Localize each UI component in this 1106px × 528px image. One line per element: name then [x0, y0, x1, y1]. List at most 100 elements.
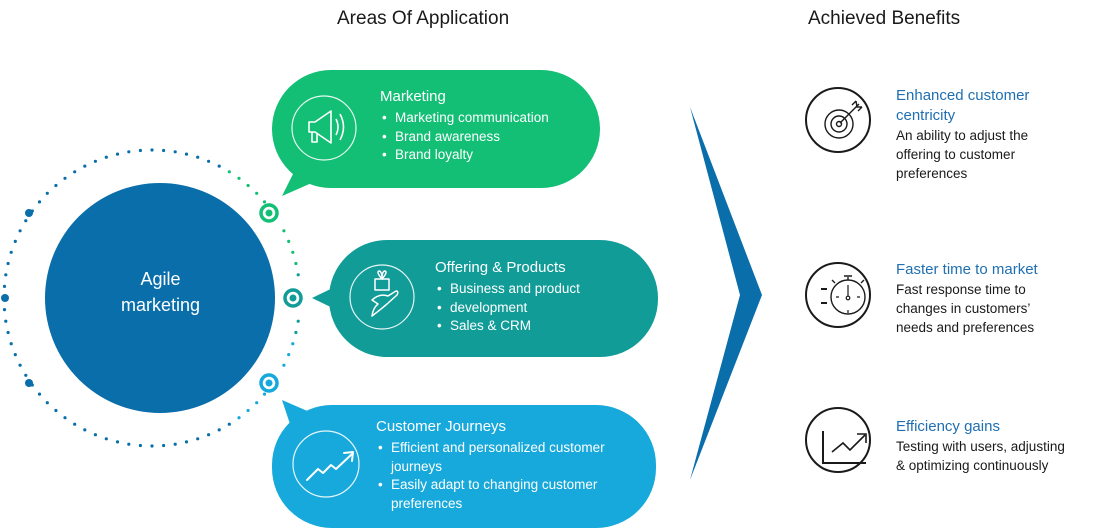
area-items: Business and product development Sales &… [435, 280, 645, 336]
ring-dot [54, 183, 58, 188]
ring-dot [294, 330, 298, 335]
ring-dot [24, 219, 28, 223]
ring-dot [104, 155, 108, 159]
area-item: Easily adapt to changing customer prefer… [376, 476, 636, 513]
ring-dot [150, 148, 154, 152]
ring-dot [255, 401, 259, 405]
ring-dot [9, 250, 13, 254]
ring-dot [13, 239, 17, 243]
benefit-description: Testing with users, adjusting & optimizi… [896, 439, 1065, 473]
ring-dot [93, 159, 97, 163]
ring-dot [18, 363, 22, 367]
area-items: Marketing communication Brand awareness … [380, 109, 590, 165]
ring-dot [73, 422, 77, 426]
ring-dot [296, 319, 300, 323]
area-item: Business and product [435, 280, 645, 299]
ring-dot [115, 440, 120, 444]
ring-dot [54, 408, 58, 413]
ring-dot [227, 422, 231, 426]
ring-dot [287, 239, 291, 243]
ring-dot [138, 443, 142, 448]
ring-dot [63, 176, 67, 180]
ring-dot [9, 342, 13, 346]
ring-dot [227, 170, 231, 174]
connector-node-journeys [259, 373, 279, 393]
benefit-description: An ability to adjust the offering to cus… [896, 128, 1029, 181]
benefit-customer-centricity: Enhanced customer centricity An ability … [896, 86, 1066, 183]
benefit-title: Enhanced customer centricity [896, 87, 1030, 124]
megaphone-icon [308, 110, 345, 144]
center-label-line2: marketing [120, 295, 201, 315]
area-marketing: Marketing Marketing communication Brand … [380, 88, 590, 165]
ring-dot [45, 401, 49, 405]
ring-accent-dot [1, 294, 9, 302]
connector-node-marketing [259, 203, 279, 223]
ring-dot [296, 273, 300, 277]
ring-dot [237, 416, 241, 420]
area-title: Customer Journeys [376, 418, 507, 435]
area-offering: Offering & Products Business and product… [435, 259, 645, 336]
area-item: Efficient and personalized customer jour… [376, 439, 636, 476]
area-item: Brand awareness [380, 128, 590, 147]
area-items: Efficient and personalized customer jour… [376, 439, 636, 513]
ring-dot [207, 433, 211, 437]
ring-dot [217, 164, 221, 168]
ring-dot [115, 152, 120, 156]
ring-dot [6, 261, 10, 266]
ring-dot [37, 200, 42, 204]
ring-dot [18, 229, 22, 233]
ring-dot [138, 148, 142, 153]
ring-dot [207, 159, 211, 163]
connector-node-offering [283, 288, 303, 308]
ring-dot [73, 170, 77, 174]
ring-dot [127, 150, 131, 154]
gift-hand-icon [371, 270, 399, 317]
area-journeys: Customer Journeys Efficient and personal… [376, 418, 636, 513]
ring-dot [150, 444, 154, 448]
ring-dot [162, 443, 166, 448]
dotted-ring [1, 148, 300, 448]
areas-heading: Areas Of Application [337, 8, 510, 29]
ring-dot [173, 150, 177, 154]
area-title: Marketing [380, 88, 446, 105]
ring-dot [184, 152, 189, 156]
benefit-description: Fast response time to changes in custome… [896, 282, 1035, 335]
ring-dot [237, 176, 241, 180]
ring-dot [45, 191, 49, 195]
ring-dot [291, 250, 295, 254]
growth-chart-icon [805, 407, 871, 473]
benefit-title: Faster time to market [896, 261, 1038, 278]
ring-dot [262, 200, 267, 204]
area-title: Offering & Products [435, 259, 566, 276]
ring-dot [83, 428, 87, 432]
target-icon [805, 87, 871, 153]
center-label-line1: Agile [140, 269, 181, 289]
ring-dot [6, 330, 10, 335]
ring-dot [63, 416, 67, 420]
ring-dot [217, 428, 221, 432]
ring-dot [262, 392, 267, 396]
area-item: Brand loyalty [380, 146, 590, 165]
ring-dot [196, 155, 200, 159]
center-circle [45, 183, 275, 413]
ring-accent-dot [25, 209, 33, 217]
ring-dot [24, 373, 28, 377]
ring-dot [282, 229, 286, 233]
ring-dot [104, 437, 108, 441]
ring-dot [2, 308, 7, 312]
ring-dot [13, 353, 17, 357]
chevron-arrow [690, 107, 762, 480]
area-item: Marketing communication [380, 109, 590, 128]
ring-dot [162, 148, 166, 153]
area-item: development [435, 299, 645, 318]
ring-dot [287, 353, 291, 357]
benefit-time-to-market: Faster time to market Fast response time… [896, 260, 1066, 337]
ring-dot [4, 319, 8, 323]
ring-dot [37, 392, 42, 396]
ring-dot [294, 261, 298, 266]
stopwatch-icon [805, 262, 871, 328]
ring-dot [291, 342, 295, 346]
ring-dot [184, 440, 189, 444]
ring-dot [196, 437, 200, 441]
benefit-title: Efficiency gains [896, 418, 1000, 435]
